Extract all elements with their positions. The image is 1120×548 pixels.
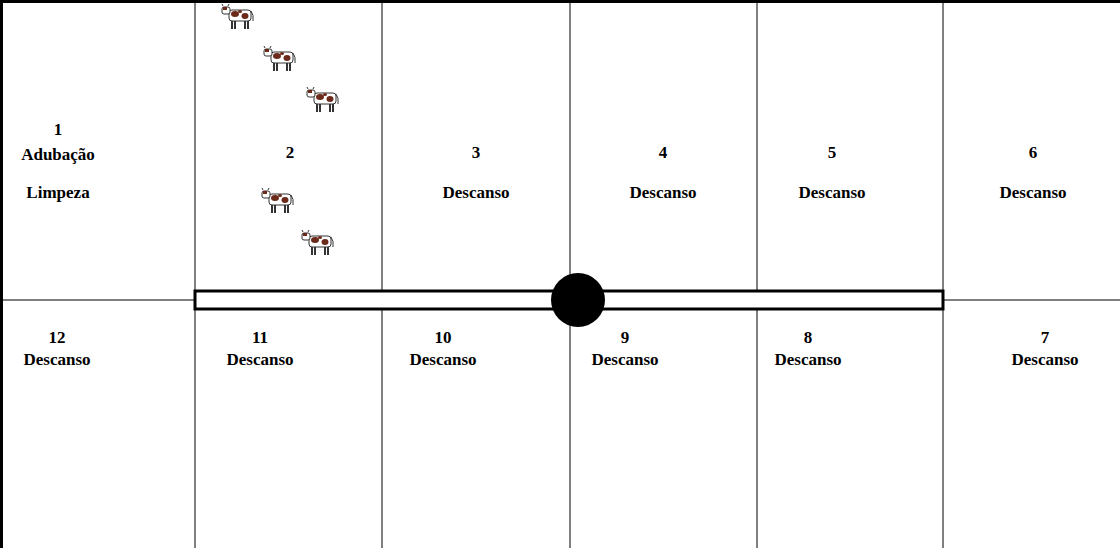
grazing-paddock: 2 xyxy=(195,3,382,290)
paddock-status: Descanso xyxy=(226,350,293,370)
paddock-status: Descanso xyxy=(774,350,841,370)
paddock-number: 5 xyxy=(828,143,837,163)
paddock-number: 12 xyxy=(49,328,66,348)
paddock-status: Descanso xyxy=(23,350,90,370)
paddock: 4Descanso xyxy=(570,3,757,290)
paddock: 1AdubaçãoLimpeza xyxy=(3,3,195,290)
paddock-number: 3 xyxy=(472,143,481,163)
paddock-status: Limpeza xyxy=(26,183,89,203)
paddock-number: 6 xyxy=(1029,143,1038,163)
paddock: 3Descanso xyxy=(382,3,570,290)
paddock-status: Descanso xyxy=(591,350,658,370)
paddock: 7Descanso xyxy=(943,310,1120,548)
paddock-number: 4 xyxy=(659,143,668,163)
paddock-status: Descanso xyxy=(442,183,509,203)
paddock-status: Adubação xyxy=(21,145,95,165)
paddock-status: Descanso xyxy=(629,183,696,203)
paddock-number: 11 xyxy=(252,328,268,348)
paddock: 10Descanso xyxy=(382,310,570,548)
paddock: 12Descanso xyxy=(3,310,195,548)
water-trough xyxy=(551,273,605,327)
paddock: 11Descanso xyxy=(195,310,382,548)
paddock-number: 1 xyxy=(54,120,63,140)
paddock-status: Descanso xyxy=(409,350,476,370)
paddock: 6Descanso xyxy=(943,3,1120,290)
paddock-number: 7 xyxy=(1041,328,1050,348)
cattle-herd xyxy=(222,4,338,255)
paddock-status: Descanso xyxy=(1011,350,1078,370)
paddock-status: Descanso xyxy=(798,183,865,203)
paddock: 5Descanso xyxy=(757,3,943,290)
paddock-number: 9 xyxy=(621,328,630,348)
paddock-number: 2 xyxy=(286,143,295,163)
paddock: 9Descanso xyxy=(570,310,757,548)
paddock-number: 8 xyxy=(804,328,813,348)
paddock: 8Descanso xyxy=(757,310,943,548)
paddock-number: 10 xyxy=(435,328,452,348)
paddock-status: Descanso xyxy=(999,183,1066,203)
